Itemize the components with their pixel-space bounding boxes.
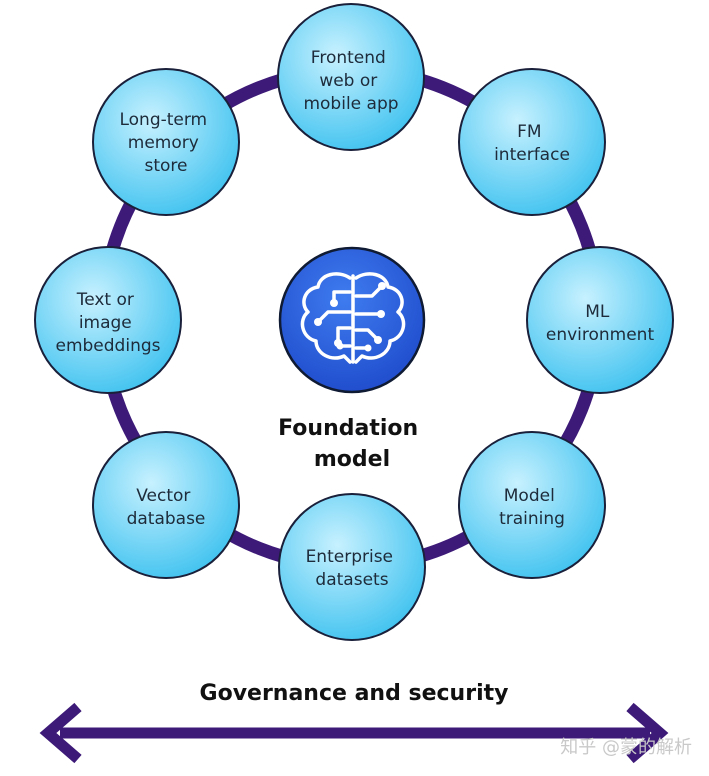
node-ml-environment: ML environment: [526, 246, 674, 394]
node-label-line: FM: [517, 122, 541, 142]
node-model-training: Model training: [458, 431, 606, 579]
node-label-line: interface: [494, 145, 570, 165]
node-label-line: Long-term: [119, 110, 207, 130]
svg-text:Frontend web or mo: Frontend web or mobile app: [303, 48, 398, 114]
node-label-line: Enterprise: [306, 547, 393, 567]
node-label-line: web or: [319, 71, 377, 91]
watermark: 知乎 @蒙的解析: [560, 737, 692, 758]
node-long-term-memory: Long-term memory store: [92, 68, 240, 216]
node-label-line: mobile app: [303, 94, 398, 114]
node-frontend: Frontend web or mobile app: [277, 3, 425, 151]
node-label-line: memory: [128, 133, 199, 153]
brain-circuit-icon: [276, 244, 428, 396]
center-title-line: Foundation: [278, 416, 418, 441]
node-enterprise-datasets: Enterprise datasets: [278, 493, 426, 641]
node-text-image-embeddings: Text or image embeddings: [34, 246, 182, 394]
node-label-line: store: [145, 156, 188, 176]
center-title-line: model: [314, 447, 390, 472]
double-headed-arrow-icon: [39, 702, 669, 764]
node-label-line: image: [79, 313, 132, 333]
node-label-line: Vector: [136, 486, 190, 506]
node-label-line: datasets: [315, 570, 388, 590]
node-vector-database: Vector database: [92, 431, 240, 579]
node-label-line: database: [127, 509, 206, 529]
governance-label: Governance and security: [200, 681, 509, 706]
svg-text:ML environment: ML environment: [546, 302, 655, 345]
node-label-line: embeddings: [56, 336, 161, 356]
node-label-line: environment: [546, 325, 655, 345]
svg-text:Model training: Model training: [499, 486, 565, 529]
node-label-line: Model: [504, 486, 555, 506]
node-label-line: ML: [585, 302, 610, 322]
node-label-line: Frontend: [311, 48, 386, 68]
center-title: Foundation model: [278, 416, 426, 472]
node-label-line: Text or: [76, 290, 134, 310]
node-fm-interface: FM interface: [458, 68, 606, 216]
node-label-line: training: [499, 509, 565, 529]
svg-text:Enterprise datasets: Enterprise datasets: [306, 547, 399, 590]
svg-text:Long-term memory s: Long-term memory store: [119, 110, 212, 176]
svg-text:Text or image embe: Text or image embeddings: [56, 290, 161, 356]
svg-text:Vector database: Vector database: [127, 486, 206, 529]
svg-text:FM interface: FM interface: [494, 122, 570, 165]
